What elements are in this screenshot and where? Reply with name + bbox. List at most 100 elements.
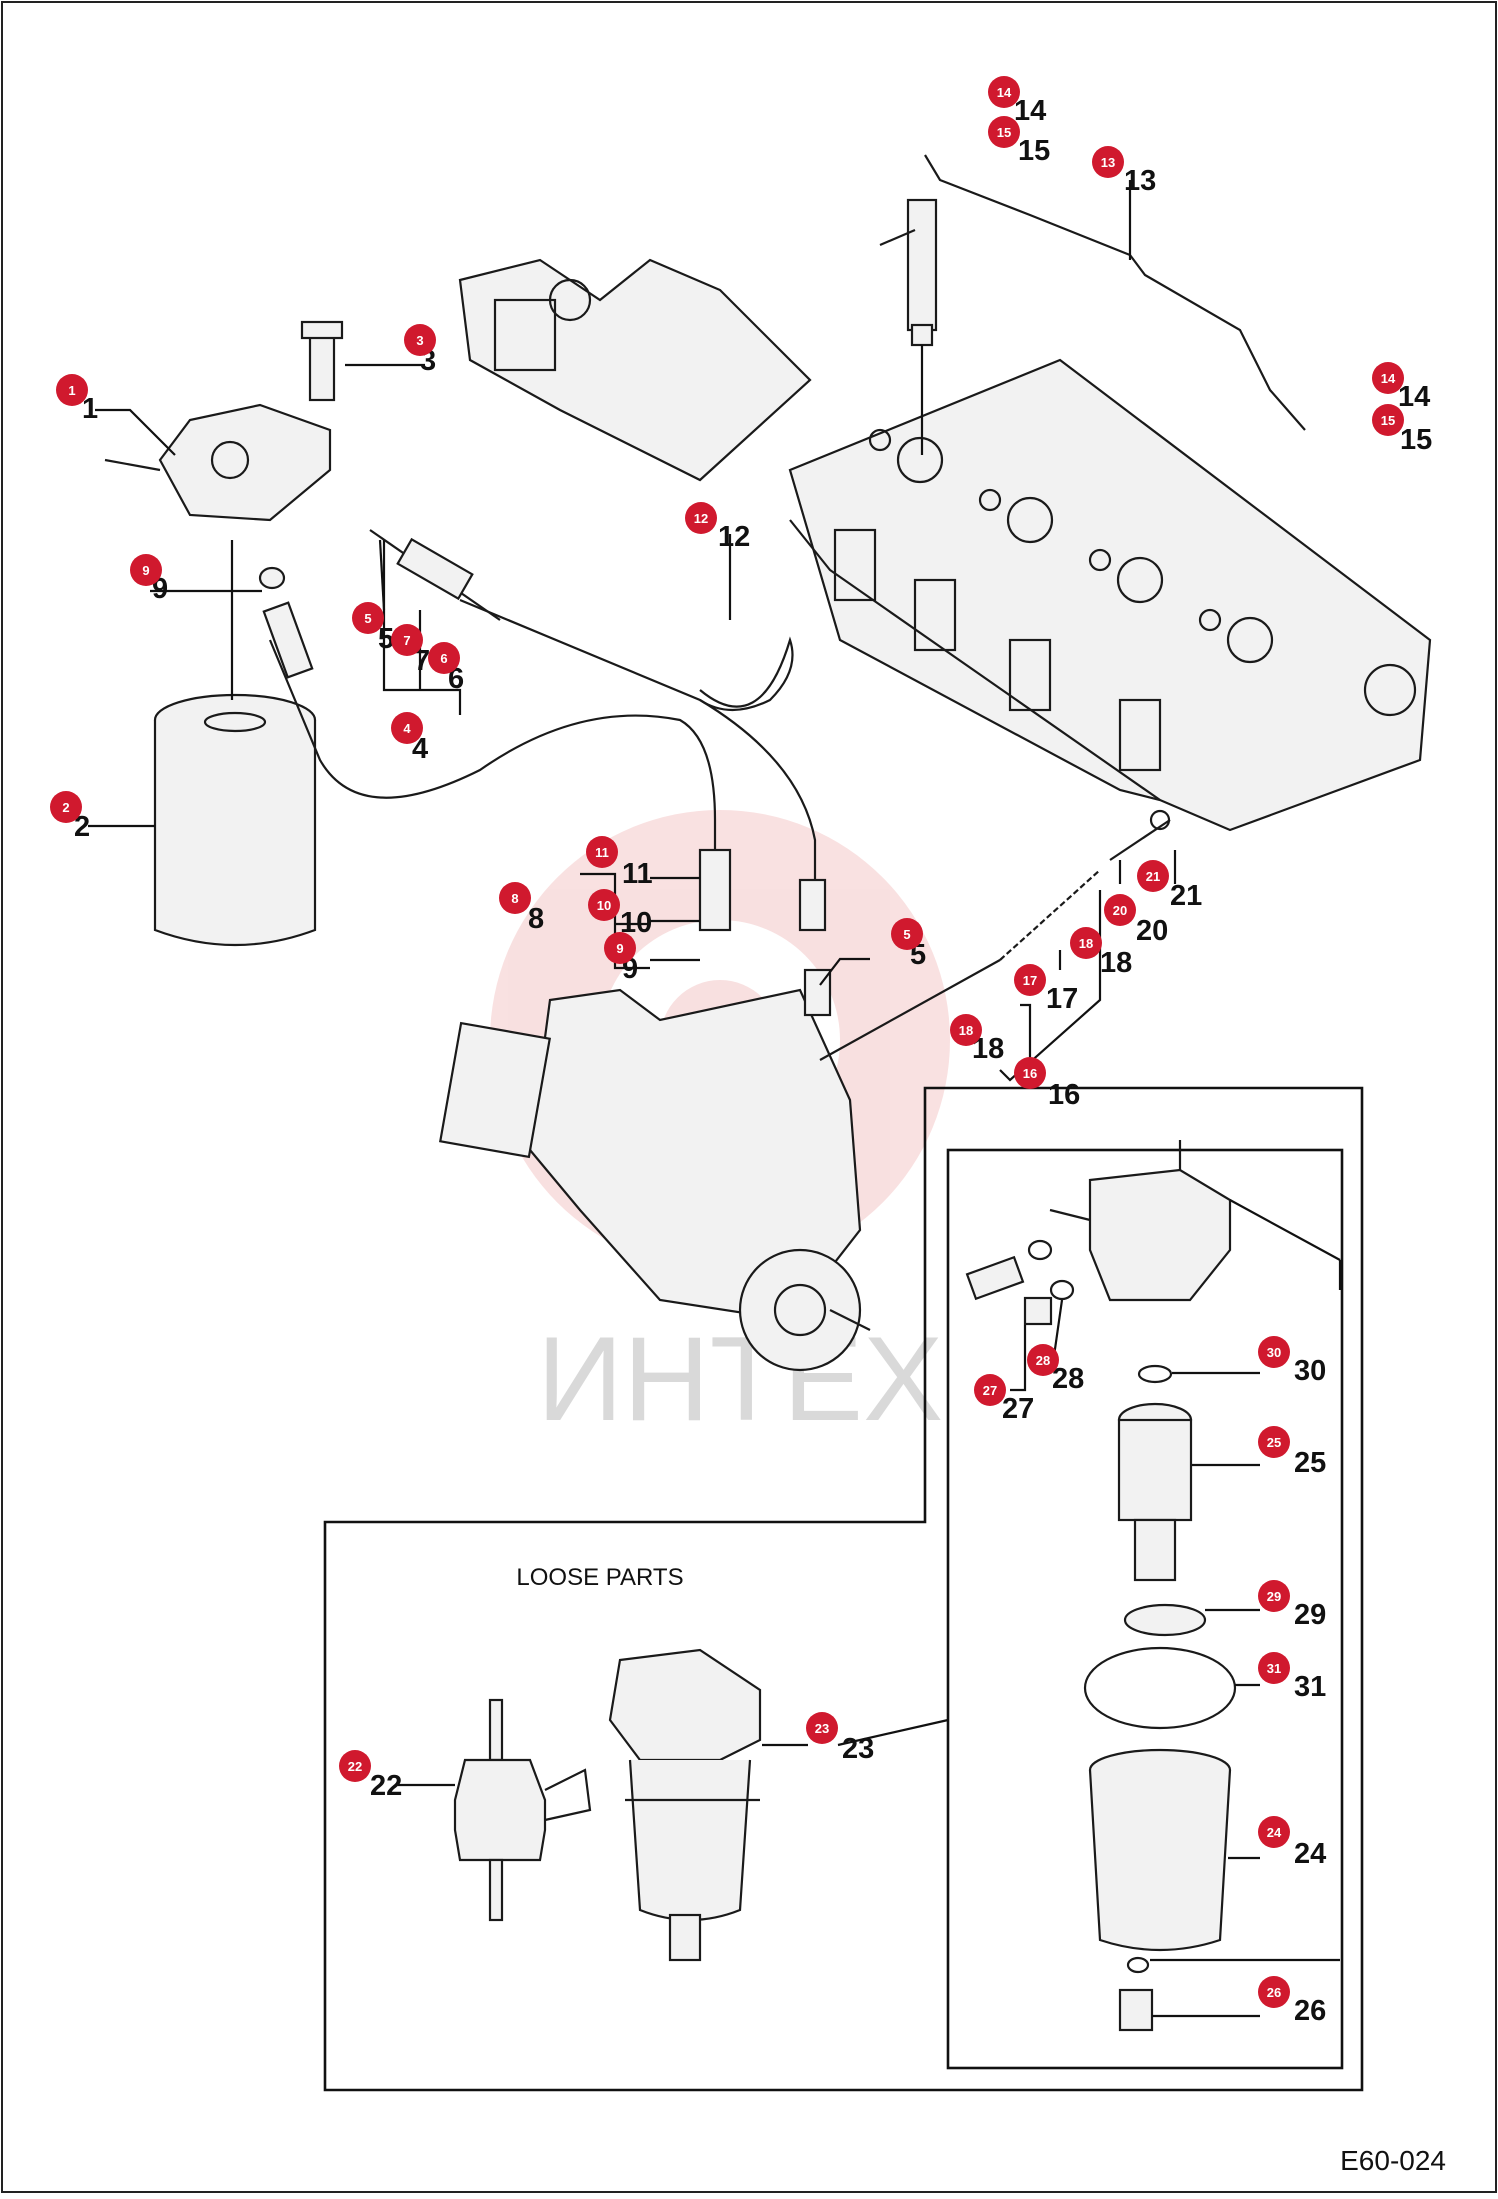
part-number: 17 <box>1046 983 1078 1015</box>
part-badge-number: 30 <box>1267 1345 1281 1360</box>
part-label-13: 13 13 <box>1092 146 1156 197</box>
part-badge <box>1372 404 1404 436</box>
part-badge-number: 23 <box>815 1721 829 1736</box>
part-badge-number: 9 <box>142 563 149 578</box>
part-number: 5 <box>378 623 394 655</box>
part-badge <box>50 791 82 823</box>
part-badge <box>685 502 717 534</box>
part-badge <box>1258 1976 1290 2008</box>
part-badge <box>391 624 423 656</box>
part-number: 1 <box>82 393 98 425</box>
bolt-illustration <box>300 320 344 402</box>
part-number: 29 <box>1294 1599 1326 1631</box>
part-badge-number: 8 <box>511 891 518 906</box>
part-number: 12 <box>718 521 750 553</box>
part-badge-number: 12 <box>694 511 708 526</box>
part-badge-number: 27 <box>983 1383 997 1398</box>
part-number: 15 <box>1018 135 1050 167</box>
part-number: 11 <box>622 858 653 890</box>
part-badge <box>339 1750 371 1782</box>
part-label-7: 77 <box>391 624 430 677</box>
part-number: 25 <box>1294 1447 1326 1479</box>
part-badge-number: 5 <box>903 927 910 942</box>
part-badge <box>1027 1344 1059 1376</box>
part-label-30: 30 30 <box>1258 1336 1326 1387</box>
part-label-9: 99 <box>604 932 638 985</box>
part-number: 15 <box>1400 424 1432 456</box>
injection-pump-illustration <box>438 848 871 1372</box>
part-badge-number: 10 <box>597 898 611 913</box>
part-label-2: 22 <box>50 791 90 843</box>
part-number: 13 <box>1124 165 1156 197</box>
part-label-29: 29 29 <box>1258 1580 1326 1631</box>
part-number: 30 <box>1294 1355 1326 1387</box>
part-badge <box>1258 1816 1290 1848</box>
leak-off-pipe <box>924 154 1306 431</box>
part-number: 27 <box>1002 1393 1034 1425</box>
part-badge <box>499 882 531 914</box>
part-badge <box>404 324 436 356</box>
figure-code: E60-024 <box>1340 2145 1446 2176</box>
part-badge-number: 20 <box>1113 903 1127 918</box>
part-badge-number: 22 <box>348 1759 362 1774</box>
part-badge <box>1258 1426 1290 1458</box>
part-badge-number: 31 <box>1267 1661 1281 1676</box>
part-number: 18 <box>1100 947 1132 979</box>
part-number: 8 <box>528 903 544 935</box>
part-badge-number: 25 <box>1267 1435 1281 1450</box>
part-number: 31 <box>1294 1671 1326 1703</box>
part-number: 24 <box>1294 1838 1326 1870</box>
loose-parts-frame <box>323 1086 1364 2092</box>
filter-exploded-illustration <box>965 1140 1237 2032</box>
part-badge-number: 28 <box>1036 1353 1050 1368</box>
part-label-5: 55 <box>352 602 394 655</box>
part-badge <box>988 76 1020 108</box>
fuel-filter-cartridge-illustration <box>153 693 317 947</box>
part-badge <box>950 1014 982 1046</box>
part-badge <box>988 116 1020 148</box>
part-label-12: 12 12 <box>685 502 750 553</box>
part-badge-number: 13 <box>1101 155 1115 170</box>
section-title: LOOSE PARTS <box>516 1564 683 1591</box>
part-badge-number: 9 <box>616 941 623 956</box>
part-number: 22 <box>370 1770 402 1802</box>
part-badge-number: 1 <box>68 383 75 398</box>
part-badge-number: 17 <box>1023 973 1037 988</box>
part-label-4: 44 <box>391 712 428 765</box>
part-badge-number: 2 <box>62 800 69 815</box>
part-badge-number: 14 <box>1381 371 1396 386</box>
part-badge-number: 11 <box>595 845 609 860</box>
part-badge-number: 14 <box>997 85 1012 100</box>
part-badge-number: 5 <box>364 611 371 626</box>
part-label-8: 88 <box>499 882 544 935</box>
part-label-31: 31 31 <box>1258 1652 1326 1703</box>
part-badge-number: 29 <box>1267 1589 1281 1604</box>
part-number-labels: 1122334455667788991010111112121313141415… <box>50 76 1432 2027</box>
part-badge <box>1092 146 1124 178</box>
part-number: 20 <box>1136 915 1168 947</box>
part-badge <box>604 932 636 964</box>
part-badge-number: 26 <box>1267 1985 1281 2000</box>
part-number: 26 <box>1294 1995 1326 2027</box>
part-badge-number: 18 <box>959 1023 973 1038</box>
part-badge <box>588 889 620 921</box>
part-label-6: 66 <box>428 642 464 695</box>
part-number: 2 <box>74 811 90 843</box>
part-badge-number: 4 <box>403 721 411 736</box>
part-number: 21 <box>1170 880 1202 912</box>
part-label-11: 11 11 <box>586 836 653 890</box>
part-badge <box>130 554 162 586</box>
